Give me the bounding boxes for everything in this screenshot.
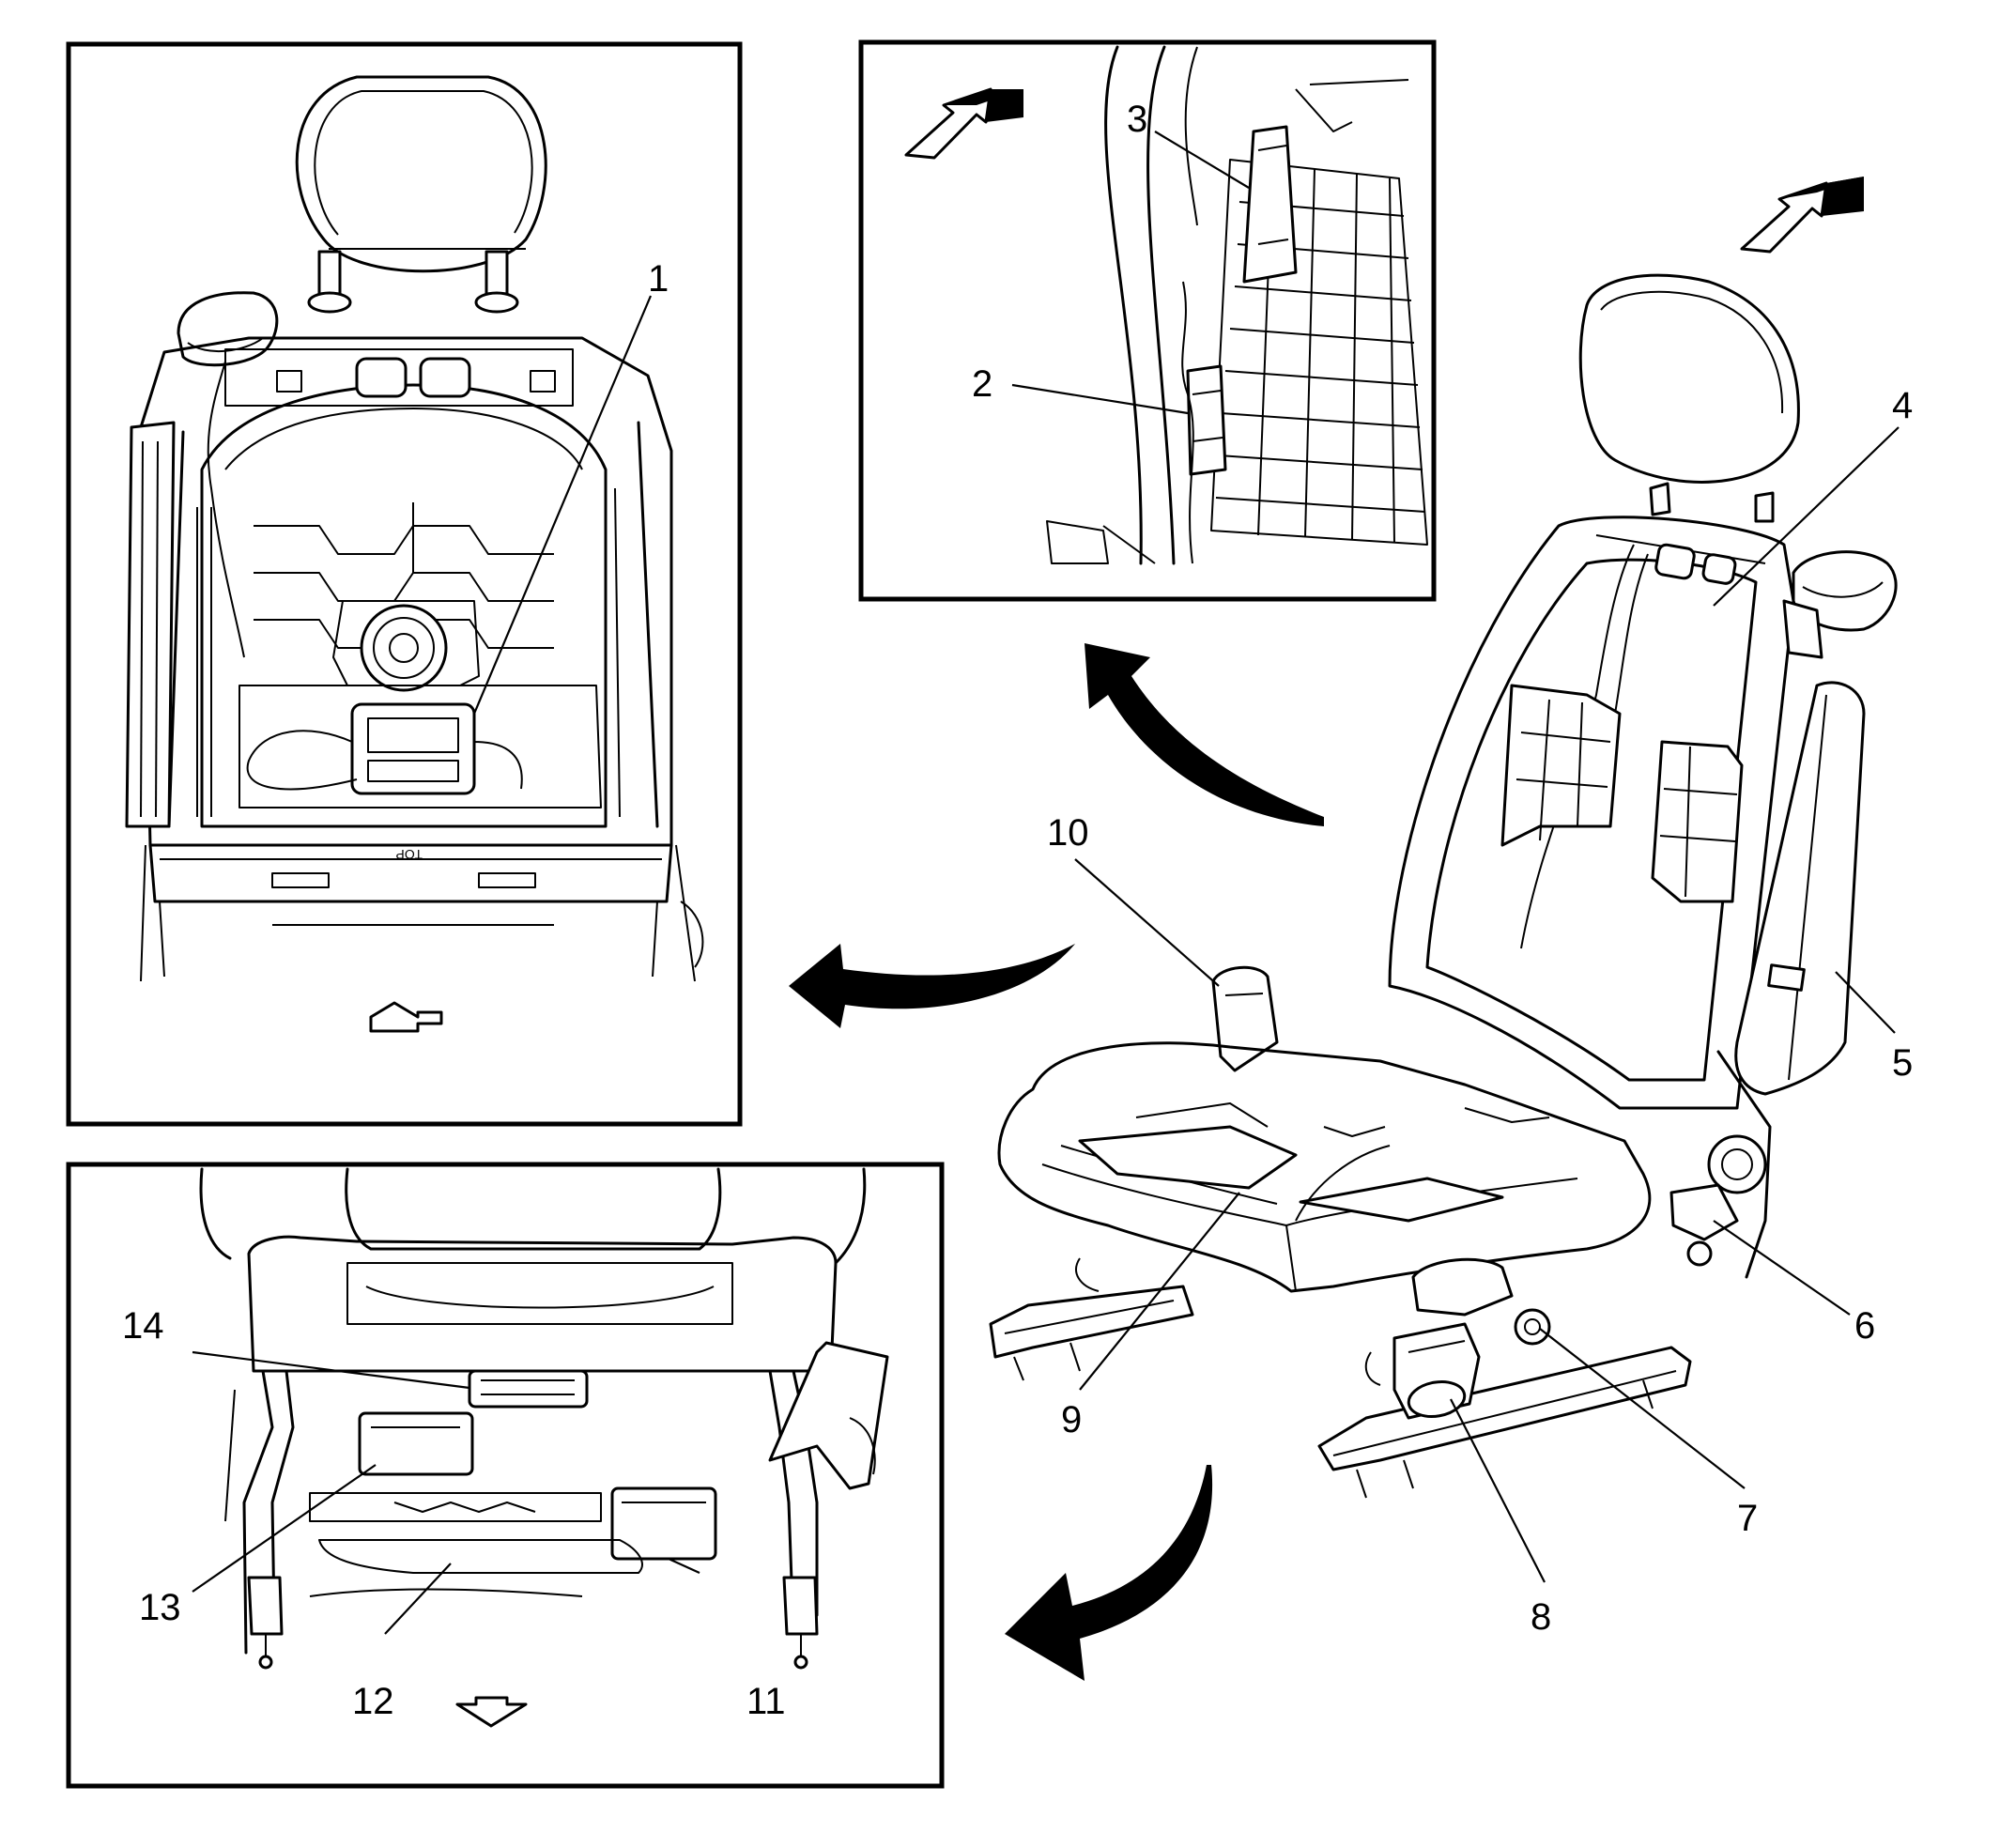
leader-lines	[192, 131, 1900, 1635]
curved-arrow-to-side-airbag-inset	[1085, 643, 1324, 826]
motor-module-13	[358, 1411, 474, 1476]
side-airbag-connector-top	[177, 291, 279, 367]
power-seat-motor-7	[1514, 1308, 1551, 1346]
seat-pan-12	[318, 1539, 643, 1574]
main-headrest	[1578, 273, 1800, 484]
main-seat-cushion	[997, 1041, 1652, 1293]
side-airbag-inset-panel	[858, 39, 1437, 602]
control-module-14	[468, 1369, 589, 1409]
callout-6: 6	[1854, 1305, 1875, 1347]
seatback-rear-view-panel: TOP	[66, 41, 743, 1127]
headrest-outline	[295, 75, 547, 273]
curved-arrow-to-seatback-panel	[789, 944, 1075, 1028]
callout-4: 4	[1892, 385, 1913, 426]
callout-3: 3	[1127, 99, 1147, 140]
callout-11: 11	[746, 1681, 786, 1722]
seatback-rear-view-frame	[66, 41, 743, 1127]
top-stamp-text: TOP	[395, 847, 423, 862]
forward-direction-arrow-panel-c	[455, 1696, 528, 1728]
side-airbag-module-upper	[1242, 125, 1298, 284]
callout-7: 7	[1737, 1498, 1758, 1539]
callout-5: 5	[1892, 1042, 1913, 1084]
side-airbag-inset-frame	[858, 39, 1437, 602]
motor-module-11	[610, 1486, 717, 1561]
recliner-gear	[1707, 1134, 1767, 1194]
curved-arrow-to-underseat-panel	[1005, 1465, 1213, 1681]
callout-9: 9	[1061, 1399, 1082, 1440]
callout-8: 8	[1531, 1596, 1551, 1638]
callout-2: 2	[972, 363, 992, 405]
cushion-underside	[247, 1235, 838, 1373]
seat-track-right	[1317, 1346, 1692, 1471]
left-side-airbag-module	[125, 421, 176, 828]
forward-direction-arrow-panel-a	[369, 1001, 443, 1033]
main-heater-pad-right	[1651, 740, 1744, 903]
main-heater-pad-left	[1500, 684, 1622, 847]
seatback-lower-crossmember	[148, 843, 673, 903]
underseat-view-frame	[66, 1162, 945, 1789]
seat-track-left	[989, 1285, 1194, 1359]
callout-labels: 1 2 3 4 5 6 7 8 9 10 11 12 13 14	[122, 99, 1913, 1722]
side-airbag-module-main	[1734, 681, 1866, 1096]
seatbelt-buckle-10	[1211, 965, 1279, 1072]
seat-heater-grid	[1210, 159, 1428, 546]
callout-1: 1	[648, 258, 669, 300]
callout-10: 10	[1047, 812, 1089, 854]
flow-arrows	[789, 643, 1324, 1681]
main-seatback-frame	[1388, 516, 1795, 1110]
power-seat-switch-housing	[1411, 1257, 1514, 1317]
callout-14: 14	[122, 1305, 164, 1347]
callout-13: 13	[139, 1587, 181, 1628]
lumbar-control-module	[350, 702, 476, 795]
forward-direction-arrow-main	[1740, 181, 1828, 254]
underseat-view-panel	[66, 1162, 945, 1789]
callout-12: 12	[352, 1681, 394, 1722]
main-seat-view	[989, 177, 1898, 1499]
